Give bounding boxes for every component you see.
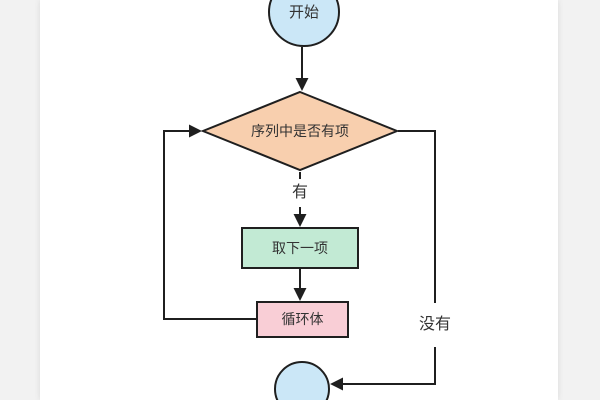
process-node-label: 取下一项	[272, 240, 328, 256]
loop-body-node-label: 循环体	[281, 311, 324, 327]
loop-body-node	[256, 301, 349, 338]
start-node	[268, 0, 340, 47]
decision-node-label: 序列中是否有项	[251, 123, 349, 139]
decision-node	[200, 90, 400, 172]
edge-loop-back	[163, 124, 256, 320]
edge-decision-no	[330, 130, 436, 391]
process-node	[241, 227, 359, 269]
edge-no-label: 没有	[405, 303, 465, 347]
end-node	[274, 361, 330, 400]
start-node-label: 开始	[288, 4, 319, 21]
edge-yes-label: 有	[280, 179, 320, 207]
